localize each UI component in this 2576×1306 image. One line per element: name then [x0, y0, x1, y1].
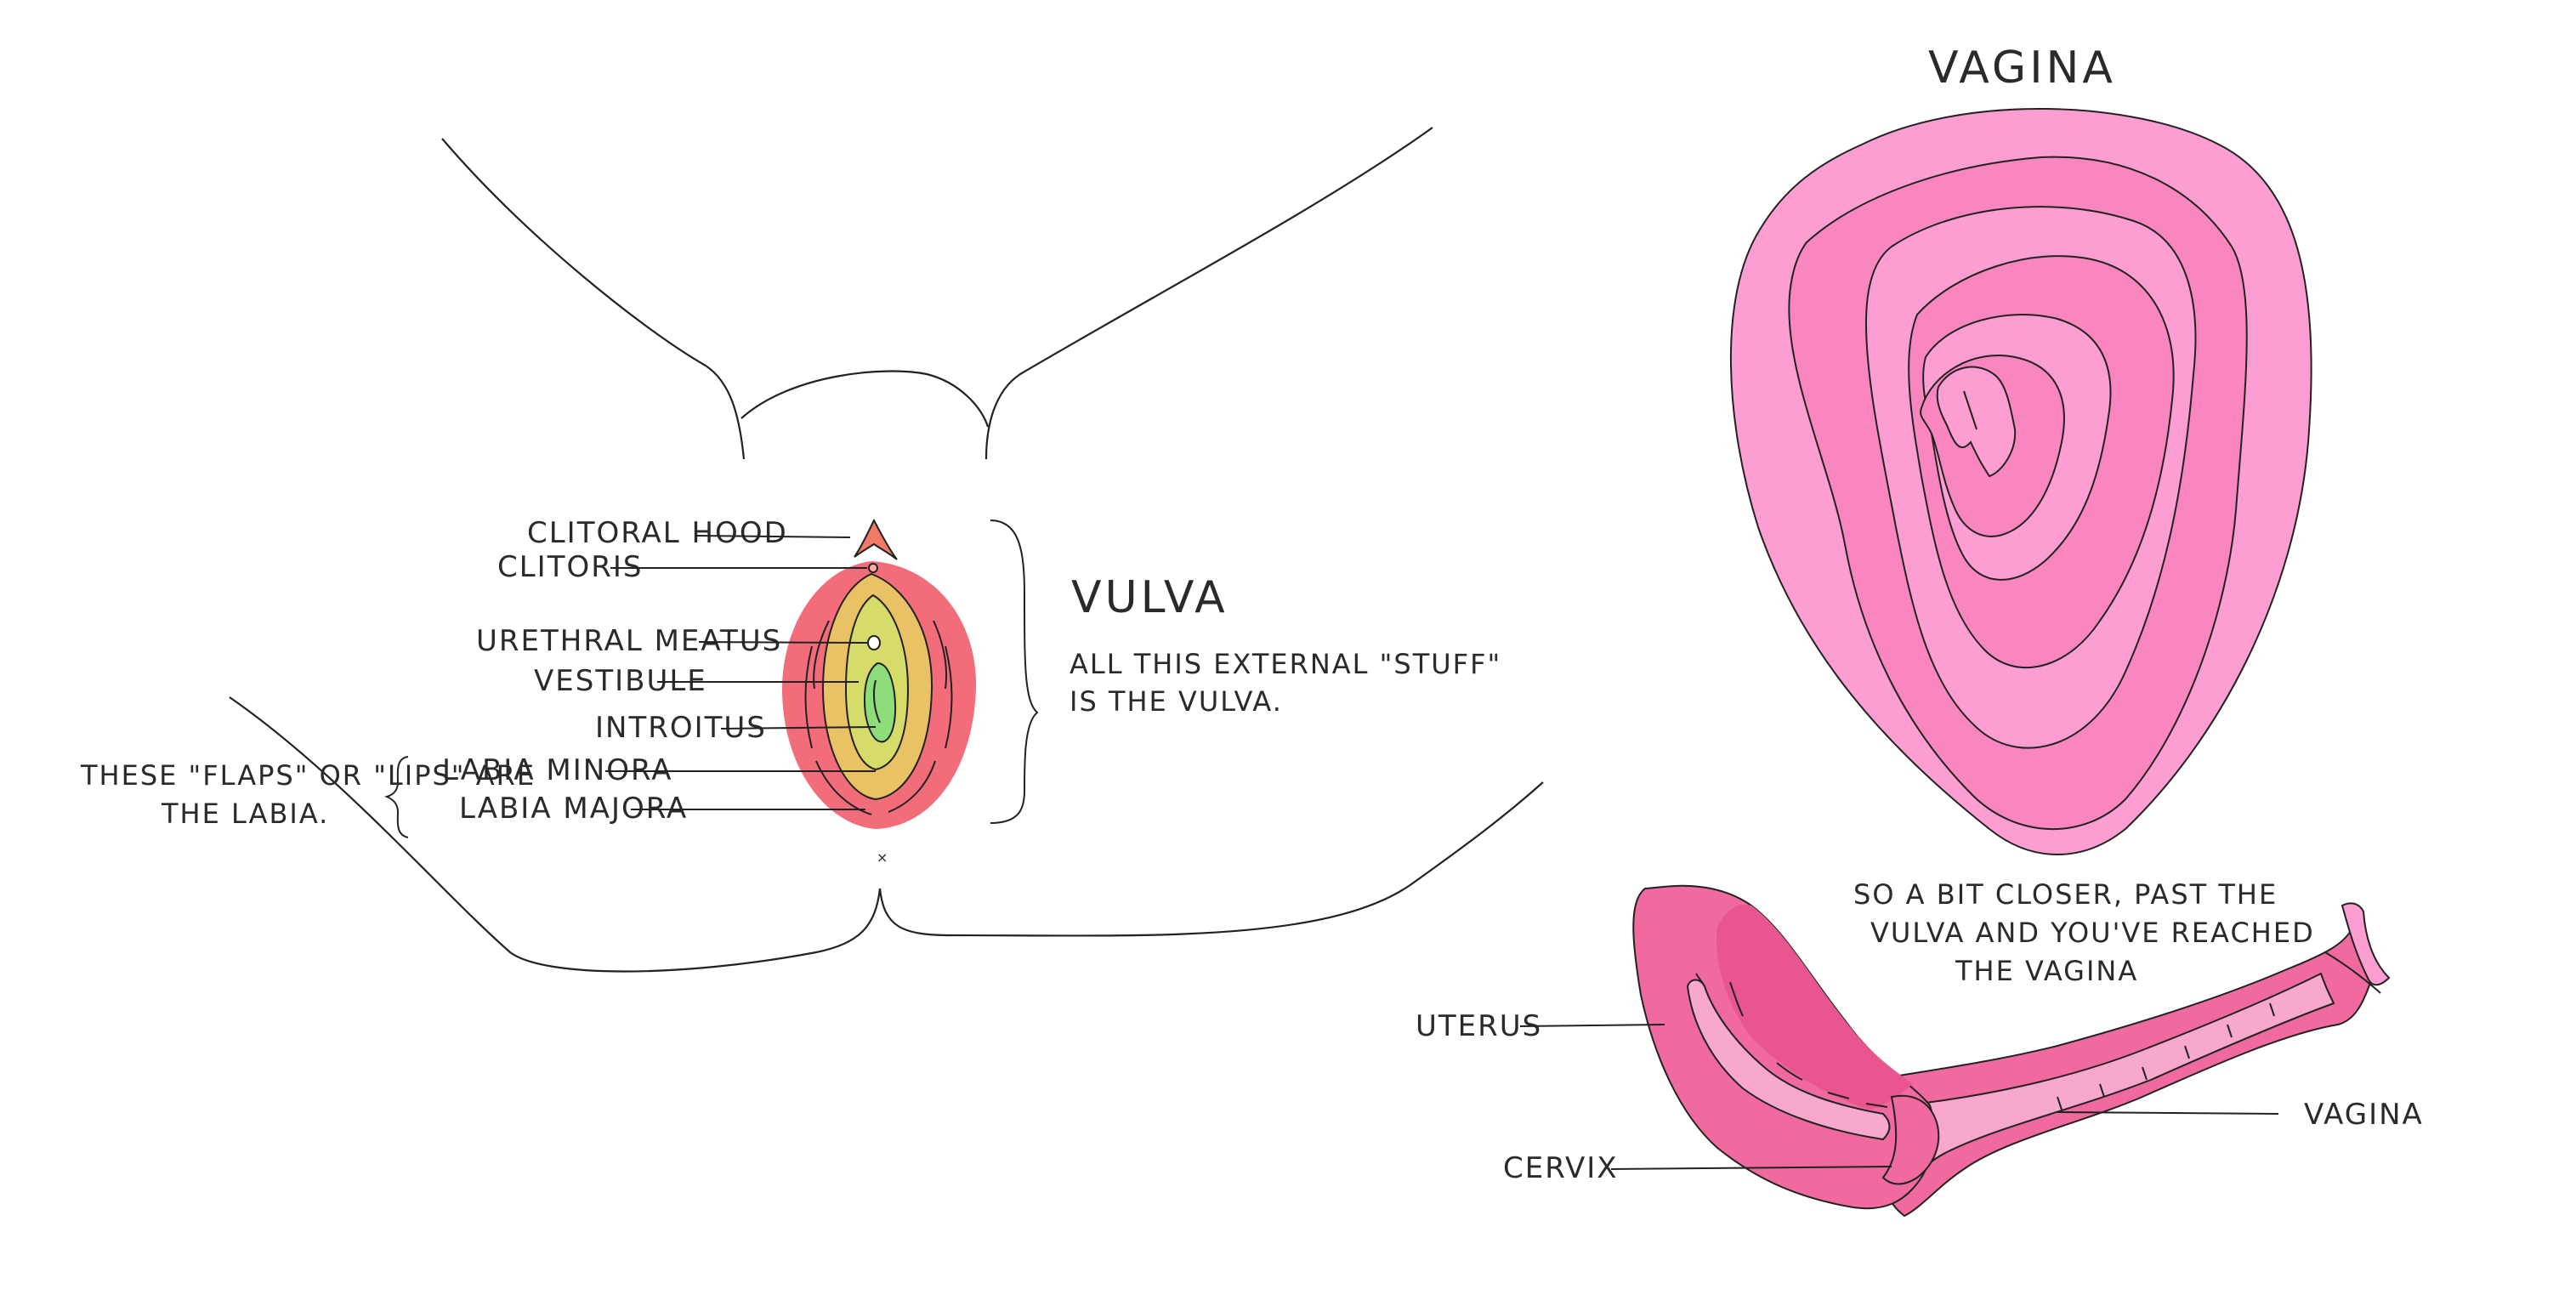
clitoris	[868, 563, 878, 573]
vagina-title: VAGINA	[1928, 43, 2116, 94]
vaginal-fornix	[2341, 902, 2391, 986]
vagina-note-line-3: THE VAGINA	[1955, 955, 2138, 987]
cervix	[1881, 1094, 1940, 1185]
label-vagina: VAGINA	[2304, 1098, 2424, 1132]
uterus-sideview: UTERUS CERVIX VAGINA	[1416, 884, 2424, 1218]
vulva-title: VULVA	[1071, 572, 1228, 623]
vulva-labels: CLITORAL HOOD CLITORIS URETHRAL MEATUS V…	[80, 516, 877, 838]
label-urethral-meatus: URETHRAL MEATUS	[476, 624, 782, 658]
clitoral-hood	[854, 518, 898, 560]
urethral-opening	[867, 635, 881, 650]
vulva-brace-group: VULVA ALL THIS EXTERNAL "STUFF" IS THE V…	[990, 520, 1501, 824]
labia-note-line-1: THESE "FLAPS" OR "LIPS" ARE	[80, 759, 536, 792]
vagina-note-line-1: SO A BIT CLOSER, PAST THE	[1853, 878, 2278, 911]
vulva-note-line-1: ALL THIS EXTERNAL "STUFF"	[1070, 648, 1501, 680]
labia-brace	[384, 756, 409, 838]
vagina-opening	[1936, 366, 2017, 478]
label-clitoral-hood: CLITORAL HOOD	[527, 516, 788, 550]
label-cervix: CERVIX	[1503, 1151, 1619, 1185]
body-outline: ×	[229, 127, 1544, 973]
labia-note-line-2: THE LABIA.	[161, 798, 329, 830]
uterus-wall	[1716, 904, 1913, 1110]
uterine-cavity	[1686, 979, 1891, 1141]
vagina-closeup: VAGINA SO A BIT CLOSER, PAST THE VULVA A…	[1730, 43, 2315, 987]
vulva-illustration	[782, 518, 977, 829]
introitus	[863, 662, 897, 743]
vulva-note-line-2: IS THE VULVA.	[1070, 685, 1283, 718]
anus-marker: ×	[877, 849, 889, 866]
vulva-brace	[990, 520, 1039, 824]
vagina-note-line-2: VULVA AND YOU'VE REACHED	[1870, 917, 2315, 949]
label-uterus: UTERUS	[1416, 1009, 1542, 1043]
